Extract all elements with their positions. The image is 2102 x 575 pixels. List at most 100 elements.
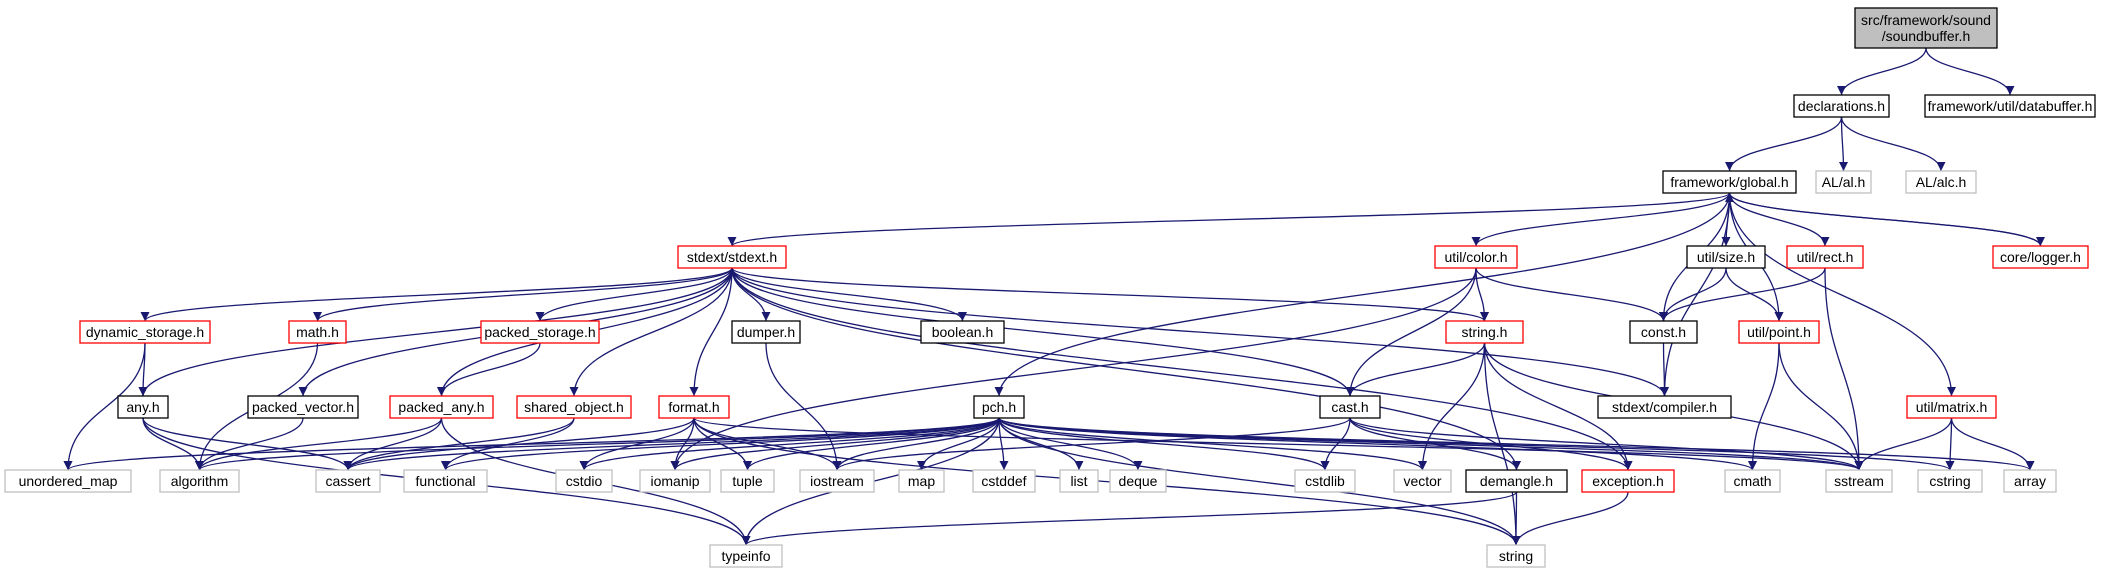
node-packed-vector[interactable]: packed_vector.h — [247, 395, 359, 419]
node-iomanip: iomanip — [639, 469, 711, 493]
node-matrix[interactable]: util/matrix.h — [1906, 395, 1997, 419]
node-label: any.h — [126, 399, 159, 415]
node-stdext[interactable]: stdext/stdext.h — [677, 245, 787, 269]
node-label: cstddef — [981, 473, 1026, 489]
node-color[interactable]: util/color.h — [1434, 245, 1518, 269]
node-al: AL/al.h — [1815, 170, 1872, 194]
edge-dumper-to-iostream — [765, 342, 842, 471]
edge-stdext-to-boolean — [731, 267, 967, 322]
node-logger[interactable]: core/logger.h — [1992, 245, 2089, 269]
edge-pch-to-deque — [998, 417, 1143, 471]
node-box — [973, 395, 1025, 419]
edge-stdext-to-packed_storage — [535, 267, 733, 322]
node-math[interactable]: math.h — [288, 320, 347, 344]
node-label: const.h — [1641, 324, 1686, 340]
edge-stdext-to-shared_object — [569, 267, 733, 397]
node-label: cast.h — [1331, 399, 1368, 415]
edge-global-to-rect — [1728, 192, 1830, 247]
node-dumper[interactable]: dumper.h — [731, 320, 801, 344]
node-any[interactable]: any.h — [117, 395, 169, 419]
node-packed-any[interactable]: packed_any.h — [389, 395, 494, 419]
edge-packed_any-to-algorithm — [195, 417, 443, 471]
edge-layer — [63, 47, 2045, 546]
edge-pch-to-array — [998, 417, 2035, 471]
node-label: stdext/stdext.h — [687, 249, 777, 265]
node-cstdlib: cstdlib — [1294, 469, 1356, 493]
node-label: algorithm — [171, 473, 229, 489]
node-box — [1738, 320, 1820, 344]
node-label: list — [1070, 473, 1087, 489]
node-label: packed_any.h — [398, 399, 484, 415]
node-declarations[interactable]: declarations.h — [1793, 94, 1890, 118]
node-string: string — [1486, 544, 1546, 568]
node-box — [1825, 469, 1893, 493]
node-dynamic-storage[interactable]: dynamic_storage.h — [79, 320, 211, 344]
edge-pch-to-unordered_map — [63, 417, 1000, 471]
node-box — [247, 395, 359, 419]
node-typeinfo: typeinfo — [709, 544, 783, 568]
node-label: util/size.h — [1697, 249, 1755, 265]
node-databuffer[interactable]: framework/util/databuffer.h — [1924, 94, 2096, 118]
edge-global-to-matrix — [1728, 192, 1956, 397]
node-box — [555, 469, 613, 493]
edge-declarations-to-al — [1838, 116, 1848, 172]
node-iostream: iostream — [799, 469, 875, 493]
node-box — [1992, 245, 2089, 269]
node-box — [1793, 94, 1890, 118]
node-cstddef: cstddef — [972, 469, 1036, 493]
edge-format-to-iostream — [693, 417, 842, 471]
node-boolean[interactable]: boolean.h — [920, 320, 1005, 344]
node-pch[interactable]: pch.h — [973, 395, 1025, 419]
node-label: math.h — [296, 324, 339, 340]
edge-pch-to-cstdio — [579, 417, 1000, 471]
edge-pch-to-string — [998, 417, 1521, 546]
node-packed-storage[interactable]: packed_storage.h — [480, 320, 600, 344]
node-point[interactable]: util/point.h — [1738, 320, 1820, 344]
node-label: string — [1499, 548, 1533, 564]
node-label: cmath — [1733, 473, 1771, 489]
edge-declarations-to-global — [1725, 116, 1843, 172]
node-box — [677, 245, 787, 269]
edge-pch-to-functional — [441, 417, 1000, 471]
node-compiler[interactable]: stdext/compiler.h — [1597, 395, 1732, 419]
edge-stdext-to-dynamic_storage — [140, 267, 733, 322]
node-box — [480, 320, 600, 344]
node-label: framework/global.h — [1670, 174, 1788, 190]
node-label: AL/al.h — [1822, 174, 1866, 190]
node-label: cstdlib — [1305, 473, 1345, 489]
edge-pch-to-cassert — [343, 417, 1000, 471]
node-global[interactable]: framework/global.h — [1662, 170, 1797, 194]
node-string-h[interactable]: string.h — [1445, 320, 1524, 344]
node-label: src/framework/sound/soundbuffer.h — [1861, 12, 1991, 44]
node-algorithm: algorithm — [159, 469, 240, 493]
edge-demangle-to-string — [1511, 491, 1521, 546]
node-size[interactable]: util/size.h — [1686, 245, 1766, 269]
node-label: dynamic_storage.h — [86, 324, 204, 340]
node-label: array — [2014, 473, 2046, 489]
edge-shared_object-to-cassert — [343, 417, 575, 471]
node-exception[interactable]: exception.h — [1581, 469, 1675, 493]
node-format[interactable]: format.h — [658, 395, 730, 419]
node-box — [4, 469, 132, 493]
node-tuple: tuple — [720, 469, 775, 493]
node-label: map — [908, 473, 935, 489]
edge-pch-to-cstring — [998, 417, 1955, 471]
edge-cast-to-cstdlib — [1320, 417, 1351, 471]
node-label: iomanip — [650, 473, 699, 489]
node-box — [403, 469, 488, 493]
node-shared-object[interactable]: shared_object.h — [516, 395, 632, 419]
edge-dynamic_storage-to-unordered_map — [63, 342, 146, 471]
node-demangle[interactable]: demangle.h — [1465, 469, 1568, 493]
node-cstdio: cstdio — [555, 469, 613, 493]
edge-pch-to-cmath — [998, 417, 1757, 471]
node-label: cassert — [325, 473, 370, 489]
node-box — [389, 395, 494, 419]
node-soundbuffer[interactable]: src/framework/sound/soundbuffer.h — [1854, 7, 1998, 49]
node-cast[interactable]: cast.h — [1319, 395, 1381, 419]
node-const[interactable]: const.h — [1629, 320, 1698, 344]
node-rect[interactable]: util/rect.h — [1786, 245, 1864, 269]
node-layer: src/framework/sound/soundbuffer.h declara… — [4, 7, 2096, 568]
node-box — [1662, 170, 1797, 194]
node-unordered-map: unordered_map — [4, 469, 132, 493]
node-box — [1393, 469, 1452, 493]
